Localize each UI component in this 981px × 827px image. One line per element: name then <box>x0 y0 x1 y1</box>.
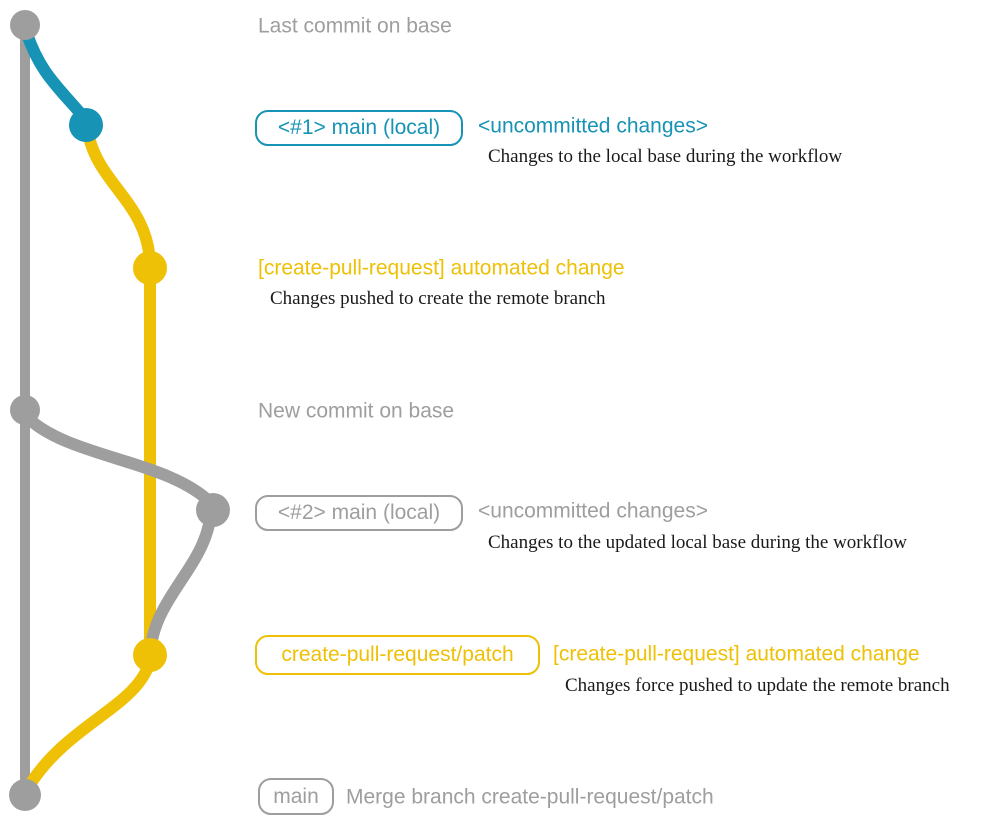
local-changes-branch-line-1 <box>21 28 87 120</box>
new-commit-label: New commit on base <box>258 399 455 423</box>
commit-node-uncommitted-1 <box>69 108 103 142</box>
uncommitted-changes-2-note: Changes to the updated local base during… <box>488 532 907 553</box>
pr-branch-merge-line <box>25 654 156 789</box>
merge-commit-label: Merge branch create-pull-request/patch <box>346 785 714 809</box>
uncommitted-changes-1-label: <uncommitted changes> <box>478 114 708 138</box>
pr-branch-badge-label: create-pull-request/patch <box>281 643 514 666</box>
main-badge-label: main <box>273 784 319 808</box>
pr-branch-badge: create-pull-request/patch <box>255 635 540 675</box>
automated-change-2-label: [create-pull-request] automated change <box>553 642 920 666</box>
uncommitted-changes-2-label: <uncommitted changes> <box>478 499 708 523</box>
main-local-2-badge: <#2> main (local) <box>255 495 463 531</box>
commit-node-automated-2 <box>133 638 167 672</box>
main-local-1-badge: <#1> main (local) <box>255 110 463 146</box>
main-local-2-badge-label: <#2> main (local) <box>277 501 441 524</box>
automated-change-1-note: Changes pushed to create the remote bran… <box>270 288 606 309</box>
uncommitted-changes-1-note: Changes to the local base during the wor… <box>488 146 843 167</box>
commit-node-uncommitted-2 <box>196 493 230 527</box>
automated-change-1-label: [create-pull-request] automated change <box>258 256 625 280</box>
main-local-1-badge-label: <#1> main (local) <box>277 116 441 139</box>
commit-node-last-commit <box>10 10 40 40</box>
last-commit-label: Last commit on base <box>258 14 452 38</box>
automated-change-2-note: Changes force pushed to update the remot… <box>565 675 950 696</box>
local-changes-branch-line-2 <box>22 412 218 652</box>
main-badge: main <box>258 778 334 815</box>
commit-node-automated-1 <box>133 251 167 285</box>
pr-branch-line <box>83 131 156 661</box>
commit-node-merge <box>9 779 41 811</box>
commit-node-new-commit <box>10 395 40 425</box>
